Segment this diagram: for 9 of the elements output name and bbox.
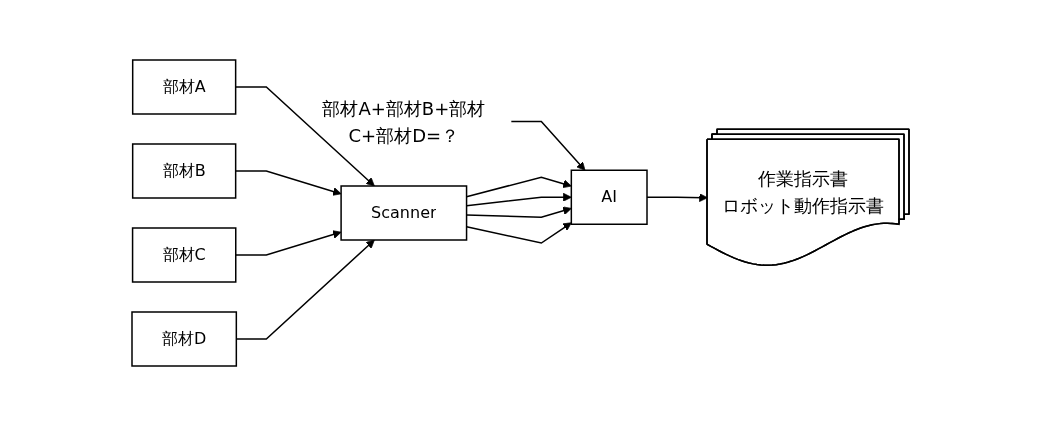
node-box: 部材B [131,143,237,199]
node-text: 部材A+部材B+部材C+部材D=？ [322,97,486,146]
node-box: 部材D [131,311,238,367]
node-box: 部材C [131,227,237,283]
node-box: Scanner [340,185,468,241]
arrow [235,230,342,256]
node-box: AI [570,169,648,225]
arrow [510,120,586,171]
node-box: 部材A [131,59,237,115]
